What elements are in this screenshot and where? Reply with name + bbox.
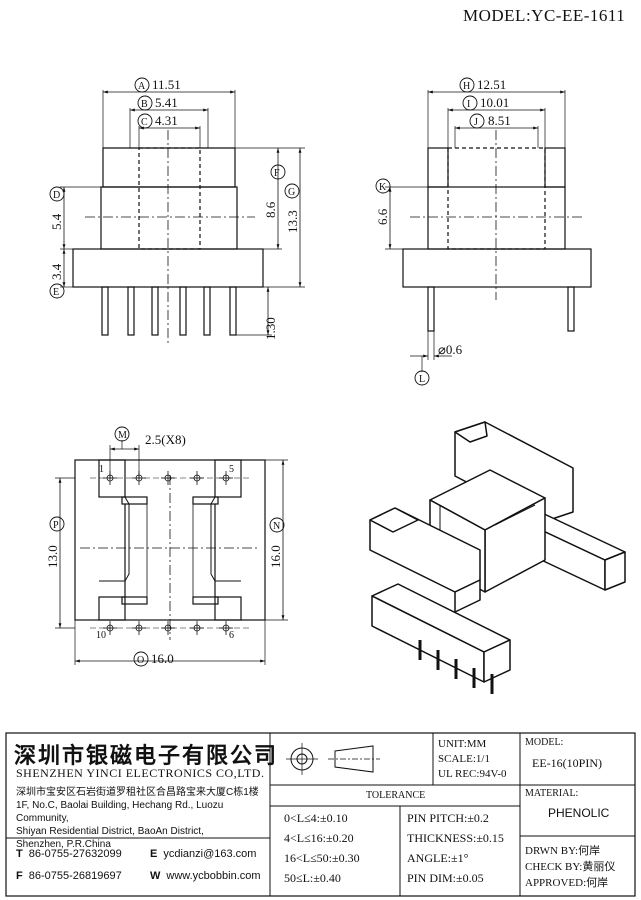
dim-tag-c: C <box>141 117 148 128</box>
company-name-cn: 深圳市银磁电子有限公司 <box>14 743 279 769</box>
tolerance-row: 16<L≤50:±0.30 <box>284 851 360 865</box>
tolerance-row: 4<L≤16:±0.20 <box>284 831 354 845</box>
dim-e-value: 3.4 <box>49 263 64 280</box>
pin-label-5: 5 <box>229 464 234 475</box>
front-pins <box>101 286 237 336</box>
pin-label-1: 1 <box>99 464 104 475</box>
fax-number: 86-0755-26819697 <box>28 870 122 882</box>
dim-tag-h: H <box>463 81 470 92</box>
tolerance-header: TOLERANCE <box>366 790 426 801</box>
approved-by: APPROVED:何岸 <box>525 877 609 889</box>
tolerance-row: 50≤L:±0.40 <box>284 871 341 885</box>
dim-g-value: 13.3 <box>285 210 300 233</box>
dim-n-value: 16.0 <box>268 545 283 568</box>
bottom-dim-labels: M 2.5(X8) 1 5 10 6 P 13.0 N 16.0 O 16.0 <box>45 426 285 667</box>
tel-number: 86-0755-27632099 <box>28 848 122 860</box>
dim-tag-n: N <box>273 521 280 532</box>
check-by: CHECK BY:黄丽仪 <box>525 861 616 873</box>
pin-spec-row: PIN PITCH:±0.2 <box>407 811 489 825</box>
dim-tag-p: P <box>53 520 59 531</box>
dim-a-value: 11.51 <box>152 77 181 92</box>
side-dim-labels: H 12.51 I 10.01 J 8.51 K 6.6 ⌀0.6 L <box>375 77 511 386</box>
dim-p-value: 13.0 <box>45 545 60 568</box>
dim-d-value: 5.4 <box>49 213 64 230</box>
pin-spec-row: PIN DIM:±0.05 <box>407 871 484 885</box>
dim-j-value: 8.51 <box>488 113 511 128</box>
dim-k-value: 6.6 <box>375 208 390 225</box>
model-label: MODEL: <box>525 737 564 748</box>
dim-tag-l: L <box>419 374 425 385</box>
model-value: EE-16(10PIN) <box>532 756 602 770</box>
front-view <box>60 90 305 345</box>
front-dim-labels: A 11.51 B 5.41 C 4.31 D 5.4 E 3.4 F 8.6 … <box>49 77 300 340</box>
pin-label-6: 6 <box>229 630 234 641</box>
web-key: W <box>150 870 161 882</box>
dim-b-value: 5.41 <box>155 95 178 110</box>
dim-tag-b: B <box>141 99 148 110</box>
email-address: ycdianzi@163.com <box>163 848 257 860</box>
dim-o-value: 16.0 <box>151 651 174 666</box>
dim-tag-j: J <box>474 117 478 128</box>
email-key: E <box>150 848 158 860</box>
pin-spec-row: THICKNESS:±0.15 <box>407 831 504 845</box>
dim-tag-d: D <box>53 190 60 201</box>
dim-i-value: 10.01 <box>480 95 509 110</box>
model-title: MODEL:YC-EE-1611 <box>463 6 626 25</box>
dim-tag-k: K <box>379 182 387 193</box>
bottom-view <box>55 440 288 665</box>
dim-tag-i: I <box>467 99 470 110</box>
dim-tag-e-circle: E <box>53 287 59 298</box>
pin-spec-row: ANGLE:±1° <box>407 851 469 865</box>
side-view <box>385 90 592 372</box>
dim-l-value: ⌀0.6 <box>438 342 463 357</box>
dim-h-value: 12.51 <box>477 77 506 92</box>
material-value: PHENOLIC <box>548 806 610 820</box>
ul-rec-field: UL REC:94V-0 <box>438 768 507 780</box>
fax-key: F <box>16 870 23 882</box>
address-line: 1F, No.C, Baolai Building, Hechang Rd., … <box>16 800 224 824</box>
fax: F 86-0755-26819697 <box>16 870 122 882</box>
dim-f-value: 8.6 <box>263 201 278 218</box>
dim-tag-o: O <box>137 655 144 666</box>
isometric-view <box>369 421 626 694</box>
dim-tag-f: F <box>274 168 280 179</box>
scale-field: SCALE:1/1 <box>438 753 490 765</box>
title-block-frame <box>5 732 636 897</box>
dim-tag-m: M <box>118 430 127 441</box>
bottom-pins <box>103 471 233 635</box>
telephone: T 86-0755-27632099 <box>16 848 122 860</box>
website-url: www.ycbobbin.com <box>166 870 261 882</box>
address-line: 深圳市宝安区石岩街道罗租社区合昌路宝来大厦C栋1楼 <box>16 787 259 798</box>
tolerance-row: 0<L≤4:±0.10 <box>284 811 348 825</box>
projection-symbol-icon <box>286 743 380 775</box>
company-address: 深圳市宝安区石岩街道罗租社区合昌路宝来大厦C栋1楼 1F, No.C, Baol… <box>16 786 274 851</box>
tel-key: T <box>16 848 23 860</box>
dim-c-value: 4.31 <box>155 113 178 128</box>
address-line: Shiyan Residential District, BaoAn Distr… <box>16 826 204 837</box>
company-name-en: SHENZHEN YINCI ELECTRONICS CO,LTD. <box>16 766 265 780</box>
pin-length-value: 1.30 <box>263 317 278 340</box>
material-label: MATERIAL: <box>525 788 579 799</box>
unit-field: UNIT:MM <box>438 738 487 750</box>
dim-tag-g: G <box>288 187 295 198</box>
address-line: Shenzhen, P.R.China <box>16 839 111 850</box>
dim-tag-a: A <box>138 81 146 92</box>
drawn-by: DRWN BY:何岸 <box>525 845 601 857</box>
pin-label-10: 10 <box>96 630 106 641</box>
dim-m-value: 2.5(X8) <box>145 432 186 447</box>
